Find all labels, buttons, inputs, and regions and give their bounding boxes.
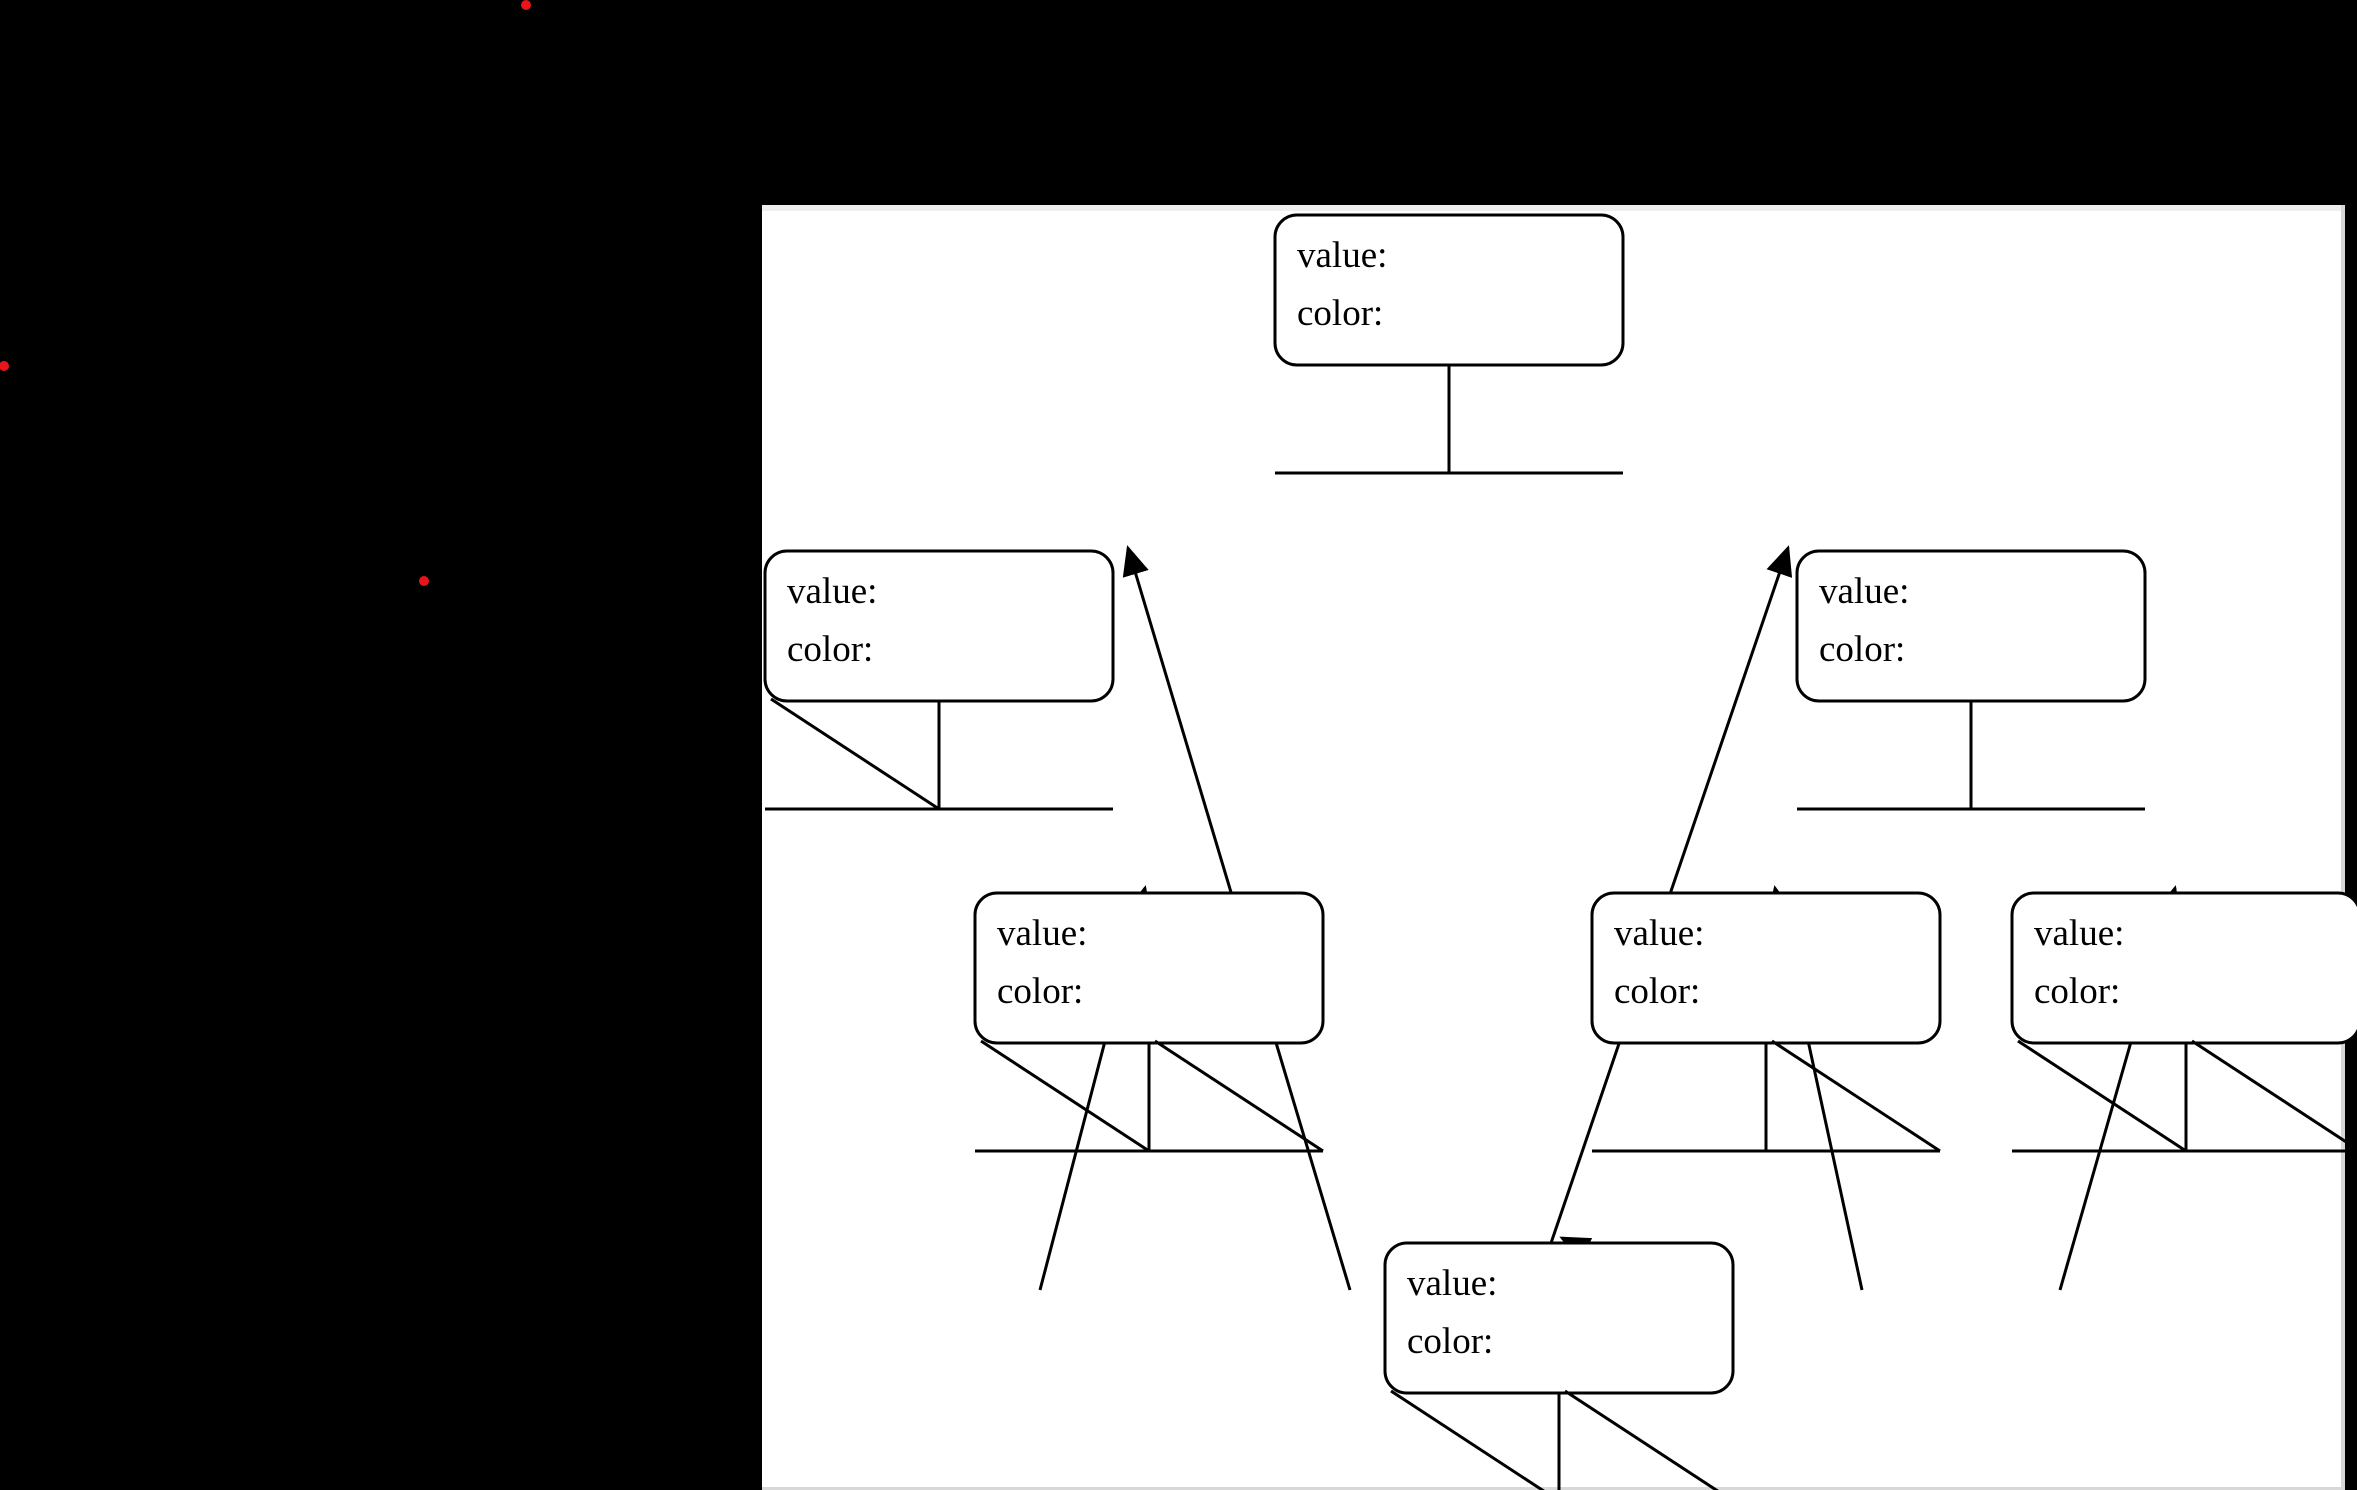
dot-top: [521, 0, 531, 10]
null-pointer-left-slash: [770, 697, 940, 811]
node-value-label: value:: [1819, 571, 1909, 612]
null-pointer-right-slash: [1564, 1389, 1719, 1490]
nodes-layer: value:color:value:color:value:color:valu…: [763, 213, 2357, 1490]
null-pointer-right-slash: [1771, 1039, 1941, 1153]
node-right[interactable]: value: color:: [1795, 549, 2147, 811]
node-color-label: color:: [1407, 1321, 1493, 1362]
node-value-label: value:: [2034, 913, 2124, 954]
node-value-label: value:: [1407, 1263, 1497, 1304]
panel-top-strip: [762, 205, 2345, 211]
node-left-right[interactable]: value: color:: [973, 891, 1325, 1153]
dot-left: [0, 361, 9, 371]
panel-bottom-border: [762, 1487, 2345, 1490]
panel-right-border: [2341, 205, 2345, 1490]
null-pointer-left-slash: [1390, 1389, 1545, 1490]
node-right-right[interactable]: value: color:: [2010, 891, 2357, 1153]
node-color-label: color:: [1819, 629, 1905, 670]
node-root[interactable]: value: color:: [1273, 213, 1625, 475]
null-pointer-left-slash: [2017, 1039, 2187, 1153]
null-pointer-right-slash: [2191, 1039, 2357, 1151]
node-left[interactable]: value: color:: [763, 549, 1115, 811]
node-color-label: color:: [1614, 971, 1700, 1012]
node-right-left-left[interactable]: value: color:: [1383, 1241, 1735, 1490]
node-value-label: value:: [1614, 913, 1704, 954]
node-color-label: color:: [1297, 293, 1383, 334]
node-value-label: value:: [787, 571, 877, 612]
node-right-left[interactable]: value: color:: [1590, 891, 1942, 1153]
node-value-label: value:: [1297, 235, 1387, 276]
node-color-label: color:: [2034, 971, 2120, 1012]
null-pointer-right-slash: [1154, 1039, 1324, 1153]
node-color-label: color:: [787, 629, 873, 670]
node-color-label: color:: [997, 971, 1083, 1012]
node-value-label: value:: [997, 913, 1087, 954]
dot-middle: [419, 576, 429, 586]
null-pointer-left-slash: [980, 1039, 1150, 1153]
